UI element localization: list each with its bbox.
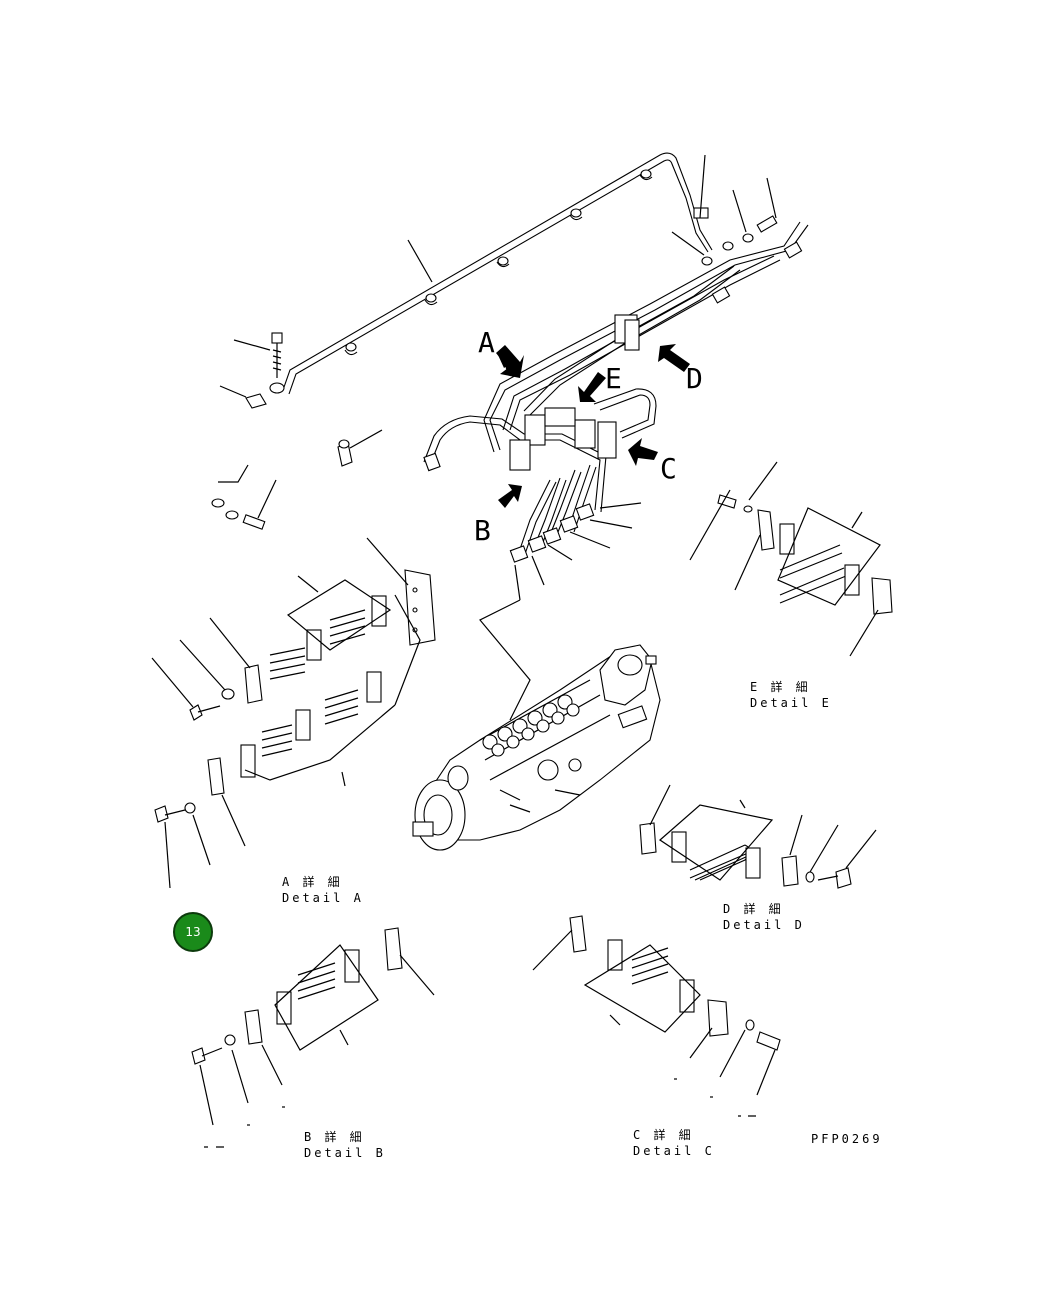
- view-letter-c: C: [660, 452, 677, 485]
- detail-e-assembly: [689, 461, 893, 657]
- view-letter-e: E: [605, 362, 622, 395]
- detail-b-caption-en: Detail B: [304, 1146, 386, 1160]
- detail-b-caption-jp: B 詳 細: [304, 1130, 365, 1144]
- view-letter-b: B: [474, 514, 491, 547]
- view-letter-d: D: [686, 362, 703, 395]
- detail-c-caption-jp: C 詳 細: [633, 1128, 694, 1142]
- detail-d-caption-jp: D 詳 細: [723, 902, 784, 916]
- view-letter-a: A: [478, 326, 495, 359]
- detail-c-assembly: [532, 915, 781, 1096]
- detail-b-assembly: [191, 927, 435, 1126]
- callout-badge[interactable]: 13: [173, 912, 213, 952]
- stray-marks: [204, 1078, 756, 1148]
- fuel-pipe-assembly: [211, 152, 809, 563]
- leader-lines-top: [218, 154, 777, 601]
- detail-a-caption-jp: A 詳 細: [282, 875, 343, 889]
- detail-e-caption-jp: E 詳 細: [750, 680, 811, 694]
- view-arrows: A B C D E: [474, 326, 703, 547]
- detail-d-assembly: [639, 784, 877, 889]
- detail-c-caption-en: Detail C: [633, 1144, 715, 1158]
- detail-d-caption-en: Detail D: [723, 918, 805, 932]
- drawing-code: PFP0269: [811, 1132, 883, 1146]
- detail-e-caption-en: Detail E: [750, 696, 832, 710]
- detail-a-assembly: [151, 537, 436, 889]
- detail-a-caption-en: Detail A: [282, 891, 364, 905]
- injection-pump: [412, 599, 661, 851]
